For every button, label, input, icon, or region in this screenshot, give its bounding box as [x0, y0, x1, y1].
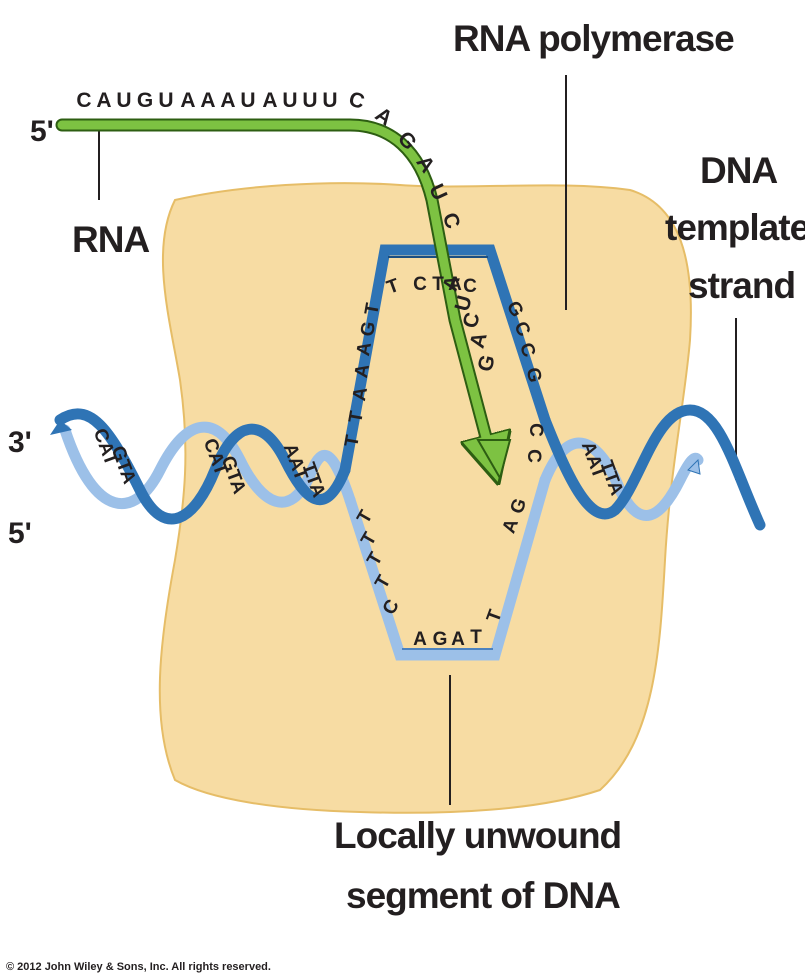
bubble-top-base: T: [432, 274, 444, 295]
bubble-left-base: T: [361, 301, 384, 316]
dna-3prime-label: 3': [8, 426, 32, 459]
dna-5prime-label: 5': [8, 517, 32, 550]
rna-base: U: [322, 89, 337, 112]
rna-base: A: [220, 89, 235, 112]
rna-base: G: [473, 352, 499, 374]
rna-arrowhead-icon: [476, 439, 512, 481]
rna-base: C: [76, 89, 91, 112]
rna-polymerase-blob: [158, 182, 692, 814]
rna-base: G: [137, 89, 153, 112]
rna-base: U: [240, 89, 255, 112]
rna-5prime-label: 5': [30, 115, 54, 148]
rna-base: C: [346, 88, 367, 114]
coding-strand: [59, 421, 704, 661]
dna-template-label-line3: strand: [688, 265, 795, 306]
rna-polymerase-label: RNA polymerase: [453, 18, 734, 59]
rna-base: A: [96, 89, 111, 112]
rna-label: RNA: [72, 219, 149, 260]
unwound-label-line2: segment of DNA: [346, 875, 620, 916]
bubble-right-base: G: [506, 496, 531, 517]
rna-base: G: [393, 127, 421, 154]
bubble-bottom-base: A: [451, 629, 465, 650]
bubble-top-base: C: [463, 276, 477, 297]
rna-base: A: [200, 89, 215, 112]
dna-template-label-line1: DNA: [700, 150, 777, 191]
bubble-left-base: T: [341, 433, 364, 448]
rna-base: C: [438, 210, 465, 232]
rna-base: U: [451, 293, 477, 314]
rna-base: U: [158, 89, 173, 112]
rna-base: C: [459, 310, 485, 331]
rna-base: U: [282, 89, 297, 112]
bubble-top-base: C: [413, 274, 427, 295]
bubble-left-base: A: [353, 340, 376, 357]
bubble-bottom-base: G: [433, 629, 448, 650]
bubble-left-base: G: [357, 320, 380, 338]
rna-base: A: [262, 89, 277, 112]
helix-bottom-bases: GTA: [107, 443, 140, 487]
bubble-right-base: C: [523, 449, 544, 463]
unwound-label-line1: Locally unwound: [334, 815, 621, 856]
bubble-bottom-base: A: [413, 629, 427, 650]
bubble-right-base: G: [522, 366, 545, 384]
coding-end-arrow-icon: [687, 458, 701, 475]
bubble-top-base: A: [448, 274, 462, 295]
copyright: © 2012 John Wiley & Sons, Inc. All right…: [6, 961, 271, 973]
bubble-right-base: C: [525, 423, 546, 437]
template-end-arrow-icon: [50, 420, 72, 435]
rna-base: A: [439, 273, 465, 294]
bubble-left-base: A: [351, 362, 374, 379]
rna-base: A: [466, 330, 492, 351]
bubble-left-base: A: [349, 385, 372, 402]
dna-template-label-line2: template: [665, 207, 805, 248]
bubble-bottom-base: T: [470, 627, 482, 648]
rna-base: A: [180, 89, 195, 112]
rna-base: U: [116, 89, 131, 112]
bubble-left-base: T: [345, 409, 368, 424]
rna-base: U: [302, 89, 317, 112]
